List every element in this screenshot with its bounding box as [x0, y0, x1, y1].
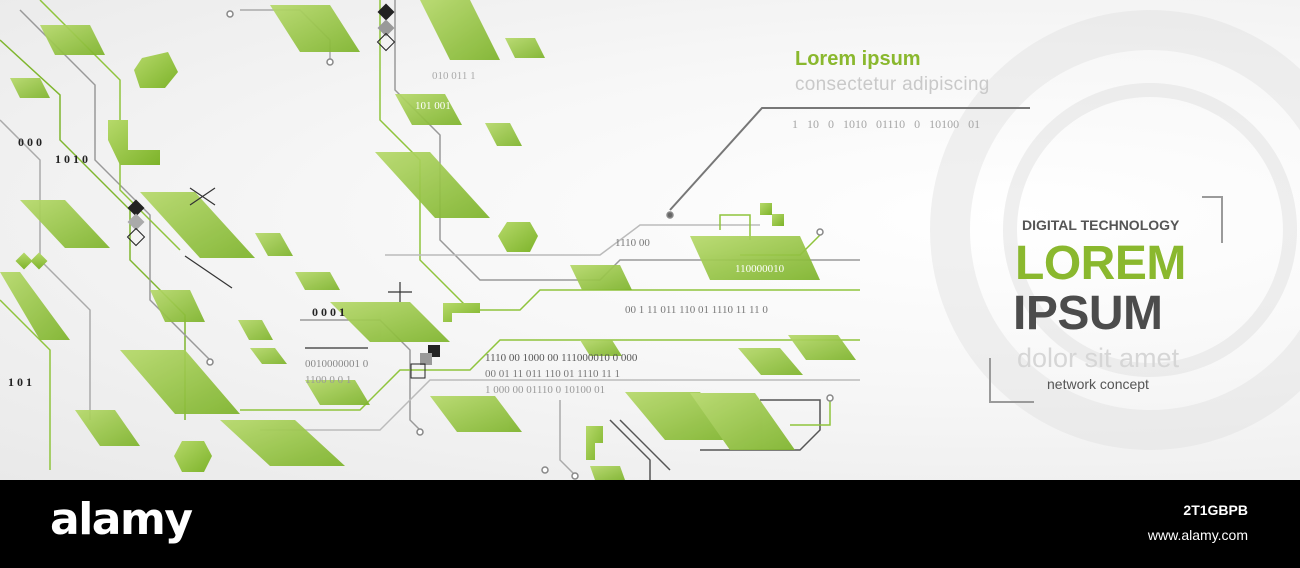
banner-artwork: 1110 00 110000010 0 0 0 1 00 1 11 011 11… [0, 0, 1300, 480]
binary-label: 0010000001 0 [305, 358, 369, 370]
binary-label: 1110 00 [615, 237, 650, 249]
header-subtitle: consectetur adipiscing [795, 74, 990, 95]
green-chips [0, 0, 856, 480]
header-title: Lorem ipsum [795, 48, 921, 70]
binary-label: 1 000 00 01110 0 10100 01 [485, 384, 606, 396]
binary-label: 0 0 0 1 [312, 305, 345, 319]
circuit-traces [0, 0, 1030, 480]
title-frame-lines [989, 196, 1223, 403]
binary-label: 1 0 1 0 [55, 152, 88, 166]
binary-line: 1 10 0 1010 01110 0 10100 01 [792, 117, 981, 131]
kicker-text: DIGITAL TECHNOLOGY [1022, 217, 1180, 233]
binary-label: 1 0 1 [8, 375, 32, 389]
binary-label: 010 011 1 [432, 70, 476, 82]
binary-label: 00 01 11 011 110 01 1110 11 1 [485, 368, 621, 380]
binary-label: 101 001 [415, 100, 451, 112]
site-url: www.alamy.com [1147, 527, 1248, 543]
hexagons [134, 52, 538, 472]
tagline: dolor sit amet [1017, 343, 1180, 373]
headline-lorem: LOREM [1015, 237, 1186, 290]
trace-endpoints [206, 10, 834, 480]
binary-label: 0 0 0 [18, 135, 42, 149]
background-gear-ring [930, 10, 1300, 450]
binary-label: 1100 0 0 1 [305, 374, 352, 386]
circuit-illustration [0, 0, 1300, 480]
image-id: 2T1GBPB [1183, 502, 1248, 518]
watermark-footer: alamy 2T1GBPB www.alamy.com [0, 480, 1300, 568]
headline-ipsum: IPSUM [1013, 287, 1163, 340]
subline: network concept [1047, 376, 1149, 392]
binary-label: 110000010 [735, 263, 785, 275]
binary-label: 00 1 11 011 110 01 1110 11 11 0 [625, 304, 768, 316]
binary-label: 1110 00 1000 00 111000010 0 000 [485, 352, 638, 364]
alamy-logo: alamy [50, 494, 193, 545]
